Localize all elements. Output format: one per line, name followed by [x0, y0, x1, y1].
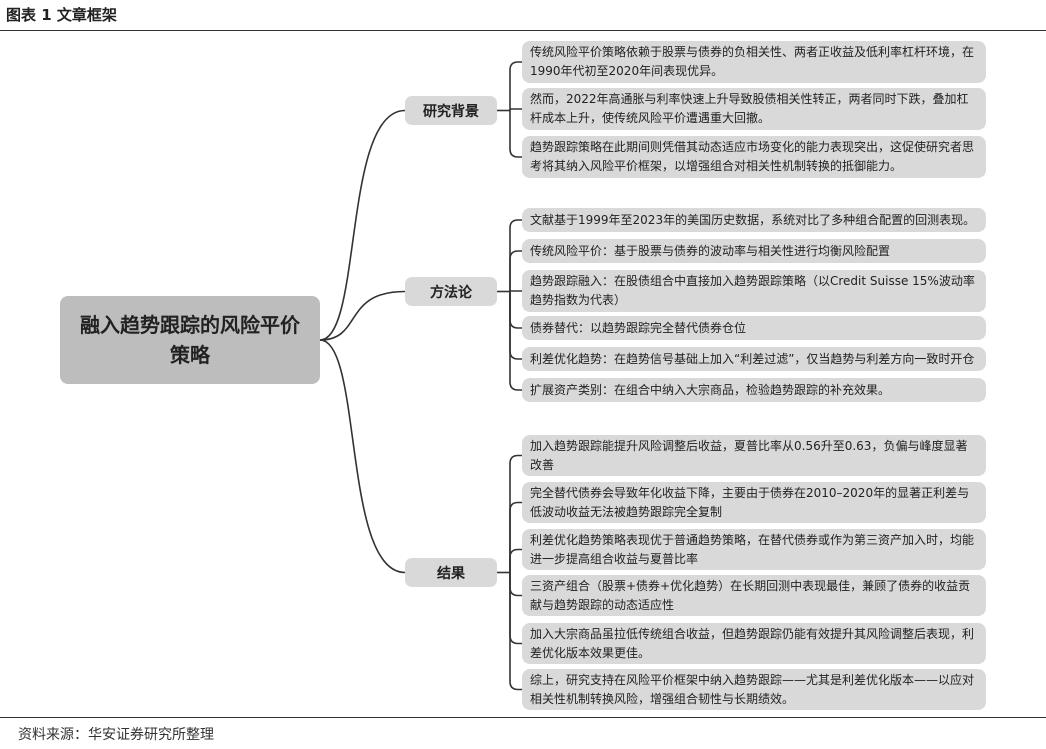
branch-to-leaf-connector: [509, 291, 522, 329]
branch-to-leaf-connector: [509, 572, 522, 597]
branch-to-leaf-connector: [509, 219, 522, 292]
branch-results: 结果: [405, 558, 497, 587]
leaf-node: 然而，2022年高通胀与利率快速上升导致股债相关性转正，两者同时下跌，叠加杠杆成…: [522, 88, 986, 130]
leaf-node: 利差优化趋势策略表现优于普通趋势策略，在替代债券或作为第三资产加入时，均能进一步…: [522, 529, 986, 570]
leaf-node: 加入大宗商品虽拉低传统组合收益，但趋势跟踪仍能有效提升其风险调整后表现，利差优化…: [522, 623, 986, 664]
branch-research-background: 研究背景: [405, 96, 497, 125]
branch-to-leaf-connector: [509, 572, 522, 645]
leaf-node: 传统风险平价：基于股票与债券的波动率与相关性进行均衡风险配置: [522, 239, 986, 263]
leaf-node: 完全替代债券会导致年化收益下降，主要由于债券在2010–2020年的显著正利差与…: [522, 482, 986, 523]
branch-methodology: 方法论: [405, 277, 497, 306]
branch-to-leaf-connector: [509, 548, 522, 573]
root-to-branch-connector: [319, 290, 406, 341]
branch-to-leaf-connector: [509, 572, 522, 691]
leaf-node: 加入趋势跟踪能提升风险调整后收益，夏普比率从0.56升至0.63，负偏与峰度显著…: [522, 435, 986, 476]
branch-to-leaf-connector: [509, 291, 522, 391]
leaf-node: 趋势跟踪策略在此期间则凭借其动态适应市场变化的能力表现突出，这促使研究者思考将其…: [522, 136, 986, 178]
root-to-branch-connector: [319, 109, 406, 341]
root-node: 融入趋势跟踪的风险平价策略: [60, 296, 320, 384]
leaf-node: 文献基于1999年至2023年的美国历史数据，系统对比了多种组合配置的回测表现。: [522, 208, 986, 232]
leaf-node: 趋势跟踪融入：在股债组合中直接加入趋势跟踪策略（以Credit Suisse 1…: [522, 270, 986, 312]
branch-to-leaf-connector: [509, 108, 522, 111]
branch-to-leaf-connector: [509, 501, 522, 573]
branch-to-leaf-connector: [509, 61, 522, 111]
branch-to-leaf-connector: [509, 454, 522, 573]
branch-to-leaf-connector: [509, 110, 522, 158]
branch-to-leaf-connector: [509, 250, 522, 292]
root-to-branch-connector: [319, 339, 406, 574]
top-divider: [0, 30, 1046, 31]
leaf-node: 综上，研究支持在风险平价框架中纳入趋势跟踪——尤其是利差优化版本——以应对相关性…: [522, 669, 986, 710]
leaf-node: 债券替代：以趋势跟踪完全替代债券仓位: [522, 316, 986, 340]
leaf-node: 利差优化趋势：在趋势信号基础上加入“利差过滤”，仅当趋势与利差方向一致时开仓: [522, 347, 986, 371]
leaf-node: 传统风险平价策略依赖于股票与债券的负相关性、两者正收益及低利率杠杆环境，在199…: [522, 41, 986, 83]
figure-title: 图表 1 文章框架: [6, 6, 117, 24]
bottom-divider: [0, 717, 1046, 718]
leaf-node: 三资产组合（股票+债券+优化趋势）在长期回测中表现最佳，兼顾了债券的收益贡献与趋…: [522, 575, 986, 616]
branch-to-leaf-connector: [509, 290, 522, 292]
source-note: 资料来源：华安证券研究所整理: [18, 727, 214, 743]
leaf-node: 扩展资产类别：在组合中纳入大宗商品，检验趋势跟踪的补充效果。: [522, 378, 986, 402]
